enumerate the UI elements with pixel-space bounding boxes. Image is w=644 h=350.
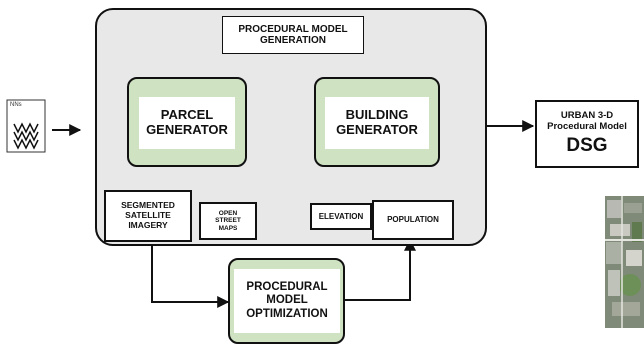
open-street-maps-box: OPEN STREET MAPS xyxy=(199,202,257,240)
elevation-box: ELEVATION xyxy=(310,203,372,230)
output-line1: URBAN 3-D xyxy=(560,110,614,122)
input-label: NNs xyxy=(10,102,22,108)
parcel-generator-inner: PARCEL GENERATOR xyxy=(139,97,235,149)
parcel-generator-label: PARCEL GENERATOR xyxy=(146,107,228,137)
building-generator-label: BUILDING GENERATOR xyxy=(336,107,418,137)
parcel-generator-block: PARCEL GENERATOR xyxy=(127,77,247,167)
satellite-image-thumbnail xyxy=(605,196,644,328)
panel-title-text: PROCEDURAL MODEL GENERATION xyxy=(238,23,348,47)
optimization-to-population-arrow xyxy=(345,238,416,301)
segmented-imagery-box: SEGMENTED SATELLITE IMAGERY xyxy=(104,190,192,242)
imagery-to-optimization-arrow xyxy=(151,241,230,308)
open-street-maps-label: OPEN STREET MAPS xyxy=(215,209,241,232)
population-box: POPULATION xyxy=(372,200,454,240)
optimization-inner: PROCEDURAL MODEL OPTIMIZATION xyxy=(234,269,340,333)
panel-title: PROCEDURAL MODEL GENERATION xyxy=(222,16,364,54)
input-nn-icon: NNs xyxy=(6,98,52,154)
optimization-label: PROCEDURAL MODEL OPTIMIZATION xyxy=(246,281,328,320)
output-box: URBAN 3-D Procedural Model DSG xyxy=(535,100,639,168)
optimization-block: PROCEDURAL MODEL OPTIMIZATION xyxy=(228,258,345,344)
building-generator-block: BUILDING GENERATOR xyxy=(314,77,440,167)
output-line3: DSG xyxy=(566,135,608,156)
population-label: POPULATION xyxy=(387,215,439,225)
output-line2: Procedural Model xyxy=(547,121,627,133)
segmented-imagery-label: SEGMENTED SATELLITE IMAGERY xyxy=(121,200,175,230)
building-generator-inner: BUILDING GENERATOR xyxy=(325,97,429,149)
elevation-label: ELEVATION xyxy=(318,211,364,221)
